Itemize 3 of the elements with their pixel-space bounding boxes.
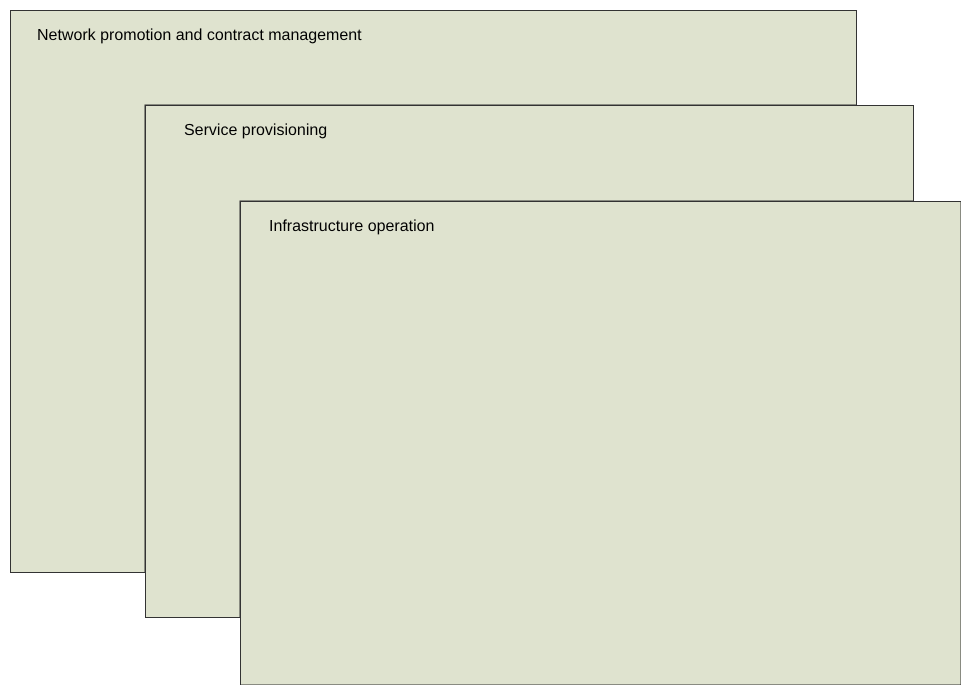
panel-title: Network promotion and contract management xyxy=(37,27,362,45)
panel-title: Infrastructure operation xyxy=(269,218,434,236)
panel-title: Service provisioning xyxy=(184,122,328,140)
